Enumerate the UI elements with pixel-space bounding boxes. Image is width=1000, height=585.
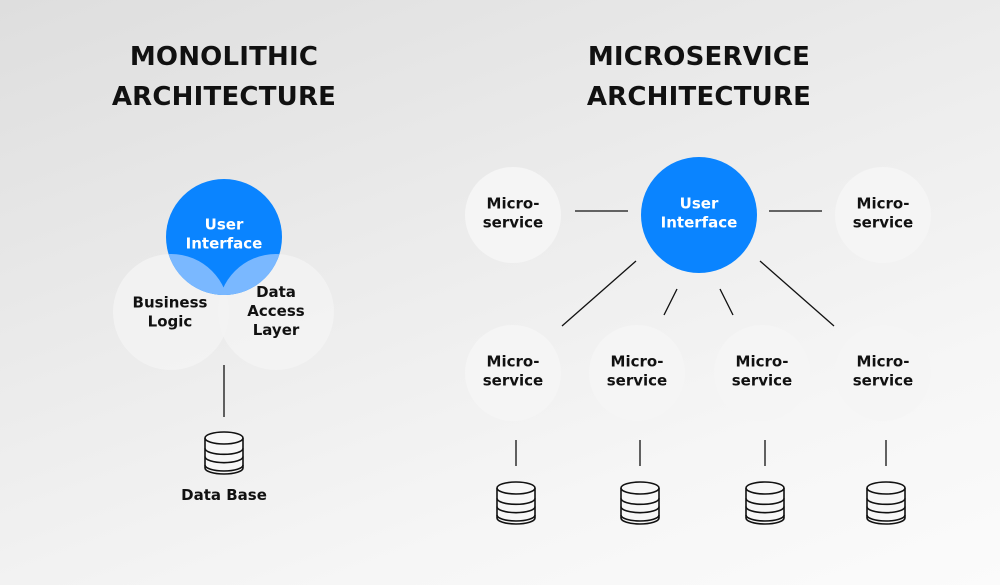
microservice-label: Micro-service bbox=[483, 353, 543, 390]
database-icon bbox=[745, 481, 785, 525]
microservice-node bbox=[465, 325, 561, 421]
microservice-label: Micro-service bbox=[732, 353, 792, 390]
monolithic-title: MONOLITHIC ARCHITECTURE bbox=[74, 37, 374, 117]
microservice-title-line1: MICROSERVICE bbox=[587, 42, 811, 72]
user-interface-hub bbox=[641, 157, 757, 273]
database-icon bbox=[620, 481, 660, 525]
database-icon bbox=[204, 431, 244, 475]
database-label: Data Base bbox=[181, 486, 267, 504]
monolithic-title-line2: ARCHITECTURE bbox=[111, 82, 337, 112]
microservice-label: Micro-service bbox=[607, 353, 667, 390]
microservice-node bbox=[465, 167, 561, 263]
connector-line bbox=[663, 288, 678, 316]
microservice-node bbox=[714, 325, 810, 421]
microservice-title-line2: ARCHITECTURE bbox=[586, 82, 812, 112]
connector-line bbox=[561, 260, 637, 327]
microservice-node bbox=[835, 325, 931, 421]
microservice-label: Micro-service bbox=[853, 195, 913, 232]
microservice-label: Micro-service bbox=[853, 353, 913, 390]
database-icon bbox=[496, 481, 536, 525]
microservice-label: Micro-service bbox=[483, 195, 543, 232]
overlap-region bbox=[218, 254, 282, 295]
microservice-title: MICROSERVICE ARCHITECTURE bbox=[549, 37, 849, 117]
monolithic-title-line1: MONOLITHIC bbox=[129, 42, 319, 72]
microservice-node bbox=[835, 167, 931, 263]
overlap-region bbox=[166, 254, 229, 295]
database-icon bbox=[866, 481, 906, 525]
connector-line bbox=[759, 260, 835, 327]
connector-line bbox=[719, 288, 734, 316]
microservice-node bbox=[589, 325, 685, 421]
